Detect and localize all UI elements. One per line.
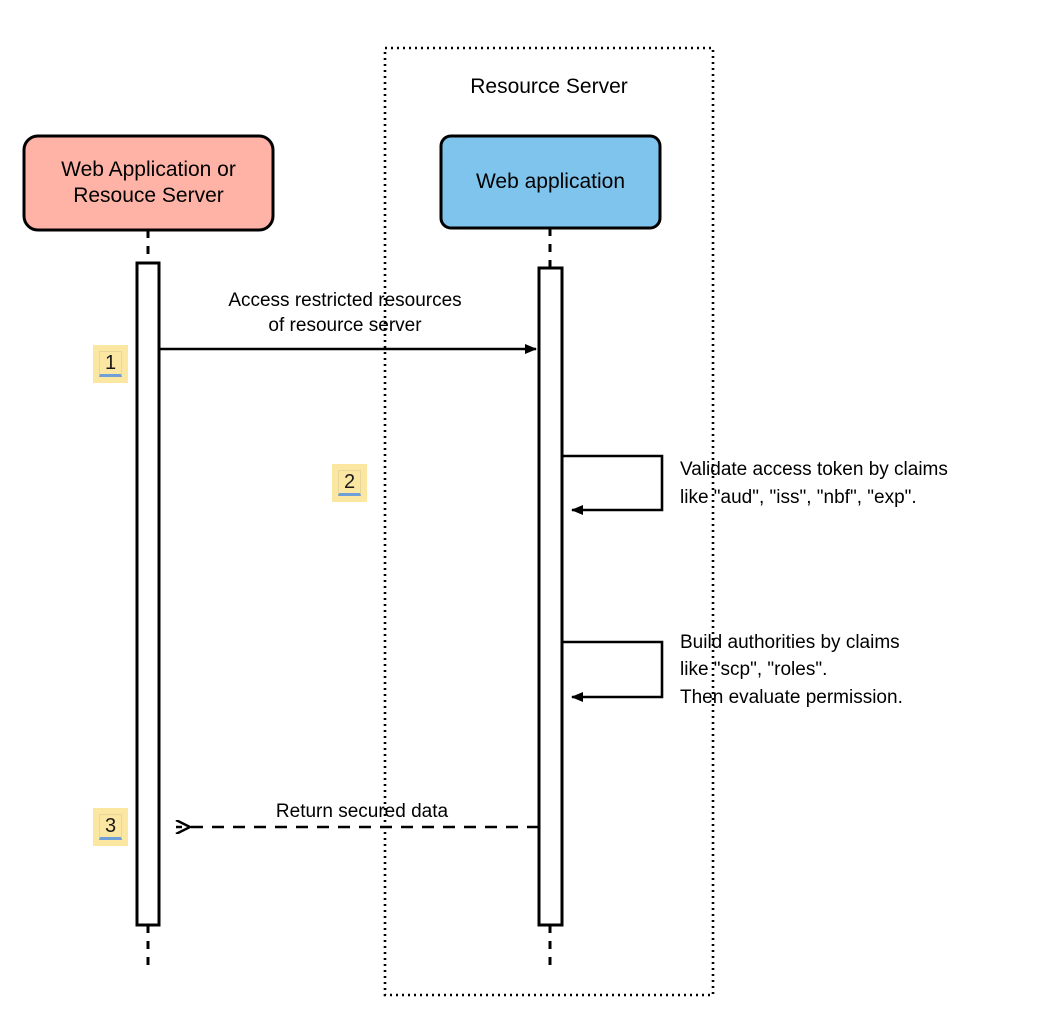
activation-bar-server [537, 266, 564, 927]
step-badge-1-number: 1 [98, 351, 123, 377]
step-badge-2[interactable]: 2 [332, 464, 367, 502]
step-badge-3[interactable]: 3 [93, 808, 128, 846]
activation-bar-client [135, 261, 161, 927]
message-selfloop-2 [563, 454, 664, 515]
step-badge-2-number: 2 [337, 470, 362, 496]
participant-box-server[interactable] [439, 134, 662, 230]
participant-box-client[interactable] [22, 134, 275, 232]
message-selfloop-3 [563, 640, 664, 702]
group-boundary-resource-server [383, 46, 715, 997]
step-badge-3-number: 3 [98, 814, 123, 840]
step-badge-1[interactable]: 1 [93, 345, 128, 383]
